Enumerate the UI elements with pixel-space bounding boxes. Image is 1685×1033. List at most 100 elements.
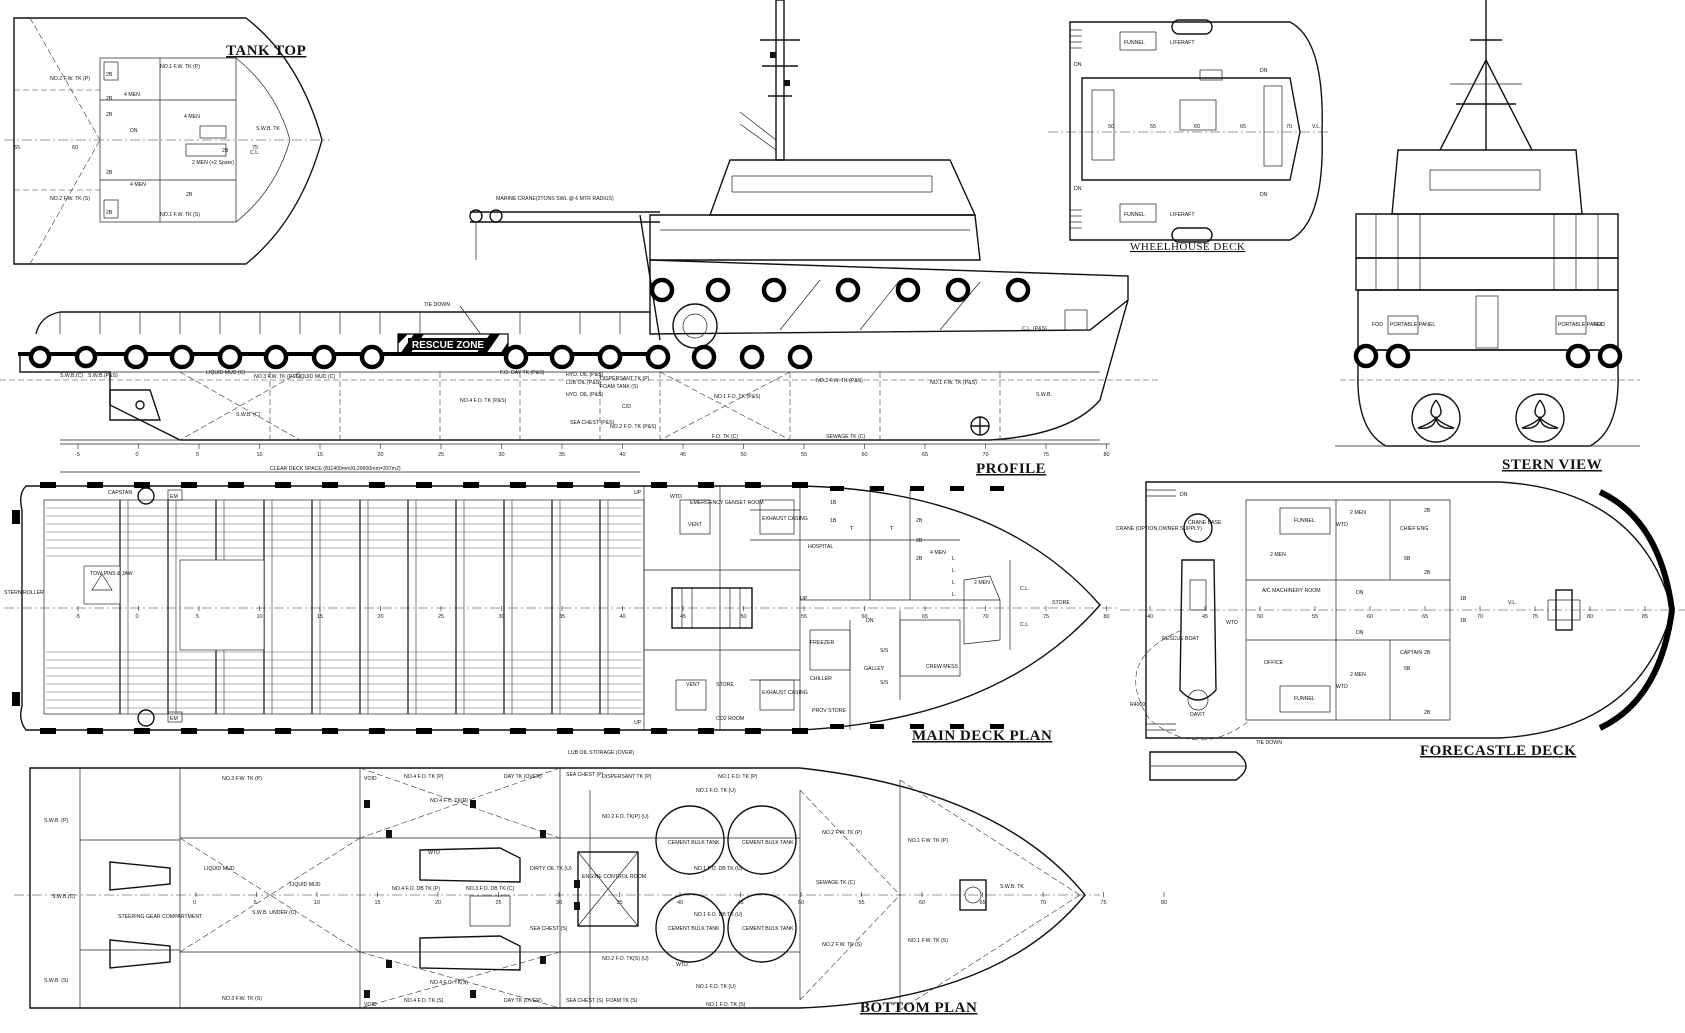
frame-number: 60 — [1367, 614, 1373, 620]
label: UP — [634, 720, 642, 726]
frame-number: 30 — [499, 614, 505, 620]
label: NO.1 F.W. TK (P&S) — [930, 380, 977, 386]
label: NO.2 F.O. TK(S) (U) — [602, 956, 649, 962]
label: PROV STORE — [812, 708, 846, 714]
label: WTD — [1226, 620, 1238, 626]
frame-number: 55 — [14, 145, 20, 151]
label: C/D — [622, 404, 631, 410]
frame-number: 75 — [252, 145, 258, 151]
label: NO.2 F.O. TK(P) (U) — [602, 814, 649, 820]
label: DN — [1074, 186, 1082, 192]
title-profile: PROFILE — [976, 461, 1046, 477]
frame-number: 55 — [1150, 124, 1156, 130]
frame-number: 80 — [1161, 900, 1167, 906]
title-bottom-plan: BOTTOM PLAN — [860, 1000, 977, 1016]
label: NO.1 F.W. TK (S) — [908, 938, 948, 944]
label: 4 MEN — [930, 550, 946, 556]
frame-number: 40 — [620, 614, 626, 620]
label: NO.1 F.W. TK (P) — [160, 64, 200, 70]
frame-number: 65 — [1240, 124, 1246, 130]
label: HOSPITAL — [808, 544, 833, 550]
label: 2B — [106, 210, 113, 216]
label: NO.2 F.O. TK (P&S) — [610, 424, 657, 430]
label: SEA CHEST (P&S) — [570, 420, 615, 426]
frame-number: 0 — [136, 614, 139, 620]
label: 2 MEN — [1350, 672, 1366, 678]
label: 2 MEN — [1270, 552, 1286, 558]
frame-number: 80 — [1104, 614, 1110, 620]
wheelhouse-deck-view: FUNNEL LIFERAFT FUNNEL LIFERAFT DN DN DN… — [1048, 19, 1330, 253]
label: FUNNEL — [1294, 696, 1315, 702]
frame-number: 65 — [1422, 614, 1428, 620]
label: CEMENT BULK TANK — [742, 926, 794, 932]
label: NO.1 F.O. DB TK (U) — [694, 912, 743, 918]
frame-number: 5 — [196, 452, 199, 458]
label: UP — [800, 596, 808, 602]
frame-number: 45 — [738, 900, 744, 906]
label: C.L. — [250, 150, 260, 156]
label: S.W.B.(C) — [60, 373, 83, 379]
label: DN — [1356, 590, 1364, 596]
frame-number: 60 — [862, 452, 868, 458]
label: STORE — [716, 682, 734, 688]
label: NO.2 F.W. TK (P) — [50, 76, 90, 82]
frame-number: 30 — [499, 452, 505, 458]
label: STEERING GEAR COMPARTMENT — [118, 914, 203, 920]
frame-number: 70 — [983, 452, 989, 458]
frame-number: 55 — [1312, 614, 1318, 620]
frame-number: 30 — [556, 900, 562, 906]
frame-number: 15 — [375, 900, 381, 906]
label: 1B — [1460, 596, 1467, 602]
frame-number: 50 — [741, 614, 747, 620]
label: CHIEF ENG. — [1400, 526, 1430, 532]
label: NO.3 F.W. TK (S) — [222, 996, 262, 1002]
label: A/C MACHINERY ROOM — [1262, 588, 1321, 594]
label-crane: MARINE CRANE(2TONS SWL @ 6 MTR RADIUS) — [496, 196, 614, 202]
label: CEMENT BULK TANK — [742, 840, 794, 846]
label: S.W.B. (S) — [44, 978, 68, 984]
label: UP — [634, 490, 642, 496]
tank-markers — [364, 800, 580, 998]
label: WTD — [670, 494, 682, 500]
frame-number: 55 — [801, 614, 807, 620]
stern-view: PORTABLE PANEL PORTABLE PANEL FOD FOD ST… — [1335, 0, 1640, 473]
label: SEWAGE TK (C) — [826, 434, 865, 440]
label: 2B — [106, 112, 113, 118]
frame-number: 15 — [317, 452, 323, 458]
label: S.W.B. (P) — [44, 818, 68, 824]
tank-top-view: TANK TOP NO.2 F.W. TK (P) NO.1 F.W. TK (… — [4, 17, 330, 265]
label: NO.2 F.W. TK (P) — [822, 830, 862, 836]
label: S.W.B.(C) — [52, 894, 75, 900]
label: WTD — [676, 962, 688, 968]
main-deck-plan: CLEAR DECK SPACE (811400mmXL29600mm=337m… — [4, 466, 1120, 744]
frame-number: -5 — [75, 452, 80, 458]
label: FOAM TK (S) — [606, 998, 638, 1004]
title-stern-view: STERN VIEW — [1502, 457, 1602, 473]
label: NO.1 F.O. DB TK (U) — [694, 866, 743, 872]
frame-number: 60 — [72, 145, 78, 151]
label: S.W.B.(P&S) — [88, 373, 118, 379]
frame-number: 75 — [1101, 900, 1107, 906]
frame-number: 70 — [1040, 900, 1046, 906]
frame-number: -5 — [75, 614, 80, 620]
frame-number: 0 — [136, 452, 139, 458]
label: NO.1 F.O. TK (U) — [696, 984, 736, 990]
frame-number: 80 — [1587, 614, 1593, 620]
label: HYD. OIL (P&S) — [566, 392, 604, 398]
label: EXHAUST CASING — [762, 516, 808, 522]
label: PORTABLE PANEL — [1558, 322, 1603, 328]
label: 2B — [1424, 570, 1431, 576]
label: NO.1 F.O. TK (S) — [706, 1002, 746, 1008]
label: DAVIT — [1190, 712, 1206, 718]
label: 2B — [1424, 508, 1431, 514]
label: VOID — [364, 1002, 377, 1008]
label: DAY TK (OVER) — [504, 998, 542, 1004]
label: CEMENT BULK TANK — [668, 926, 720, 932]
label: LIQUID MUD — [204, 866, 235, 872]
label: CHILLER — [810, 676, 832, 682]
label: FREEZER — [810, 640, 834, 646]
label: CRANE (OPTION,OWNER SUPPLY) — [1116, 526, 1202, 532]
rescue-zone-label: RESCUE ZONE — [412, 340, 485, 351]
frame-number: 45 — [680, 614, 686, 620]
